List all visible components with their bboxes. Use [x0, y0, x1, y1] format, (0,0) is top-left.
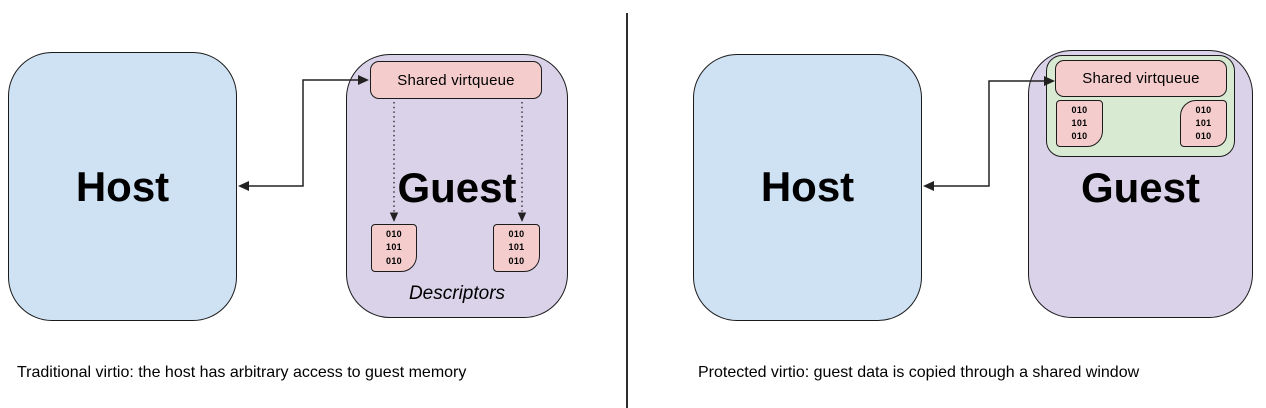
- bit-line: 010: [1071, 131, 1088, 142]
- bit-line: 010: [386, 229, 402, 240]
- host-label-traditional: Host: [75, 163, 170, 210]
- arrowhead-left-icon: [923, 181, 934, 191]
- shared-virtqueue-label: Shared virtqueue: [397, 71, 515, 89]
- descriptors-label: Descriptors: [408, 283, 506, 304]
- descriptor-box-right: 010 101 010: [493, 224, 540, 272]
- panel-divider: [626, 13, 628, 408]
- bit-line: 101: [1071, 117, 1088, 128]
- descriptor-box-left: 010 101 010: [371, 224, 417, 272]
- bit-line: 010: [508, 255, 525, 266]
- guest-label-traditional: Guest: [397, 164, 517, 211]
- shared-virtqueue-box-traditional: Shared virtqueue: [370, 61, 542, 99]
- bit-line: 010: [508, 229, 525, 240]
- host-label-protected: Host: [760, 163, 855, 210]
- caption-traditional: Traditional virtio: the host has arbitra…: [17, 364, 467, 381]
- bit-line: 010: [1071, 104, 1088, 115]
- bit-line: 010: [1195, 131, 1212, 142]
- host-box-protected: [693, 54, 922, 321]
- shared-window-buffer-right: 010 101 010: [1180, 100, 1227, 147]
- bit-line: 101: [386, 242, 402, 253]
- host-box-traditional: [8, 52, 237, 321]
- arrowhead-left-icon: [238, 181, 249, 191]
- bit-line: 101: [1195, 117, 1212, 128]
- caption-protected: Protected virtio: guest data is copied t…: [698, 364, 1140, 381]
- shared-virtqueue-label: Shared virtqueue: [1082, 70, 1200, 87]
- bit-line: 101: [508, 242, 525, 253]
- bit-line: 010: [386, 255, 402, 266]
- bit-line: 010: [1195, 104, 1212, 115]
- guest-label-protected: Guest: [1080, 164, 1201, 211]
- shared-virtqueue-box-protected: Shared virtqueue: [1055, 60, 1227, 97]
- shared-window-buffer-left: 010 101 010: [1056, 100, 1103, 147]
